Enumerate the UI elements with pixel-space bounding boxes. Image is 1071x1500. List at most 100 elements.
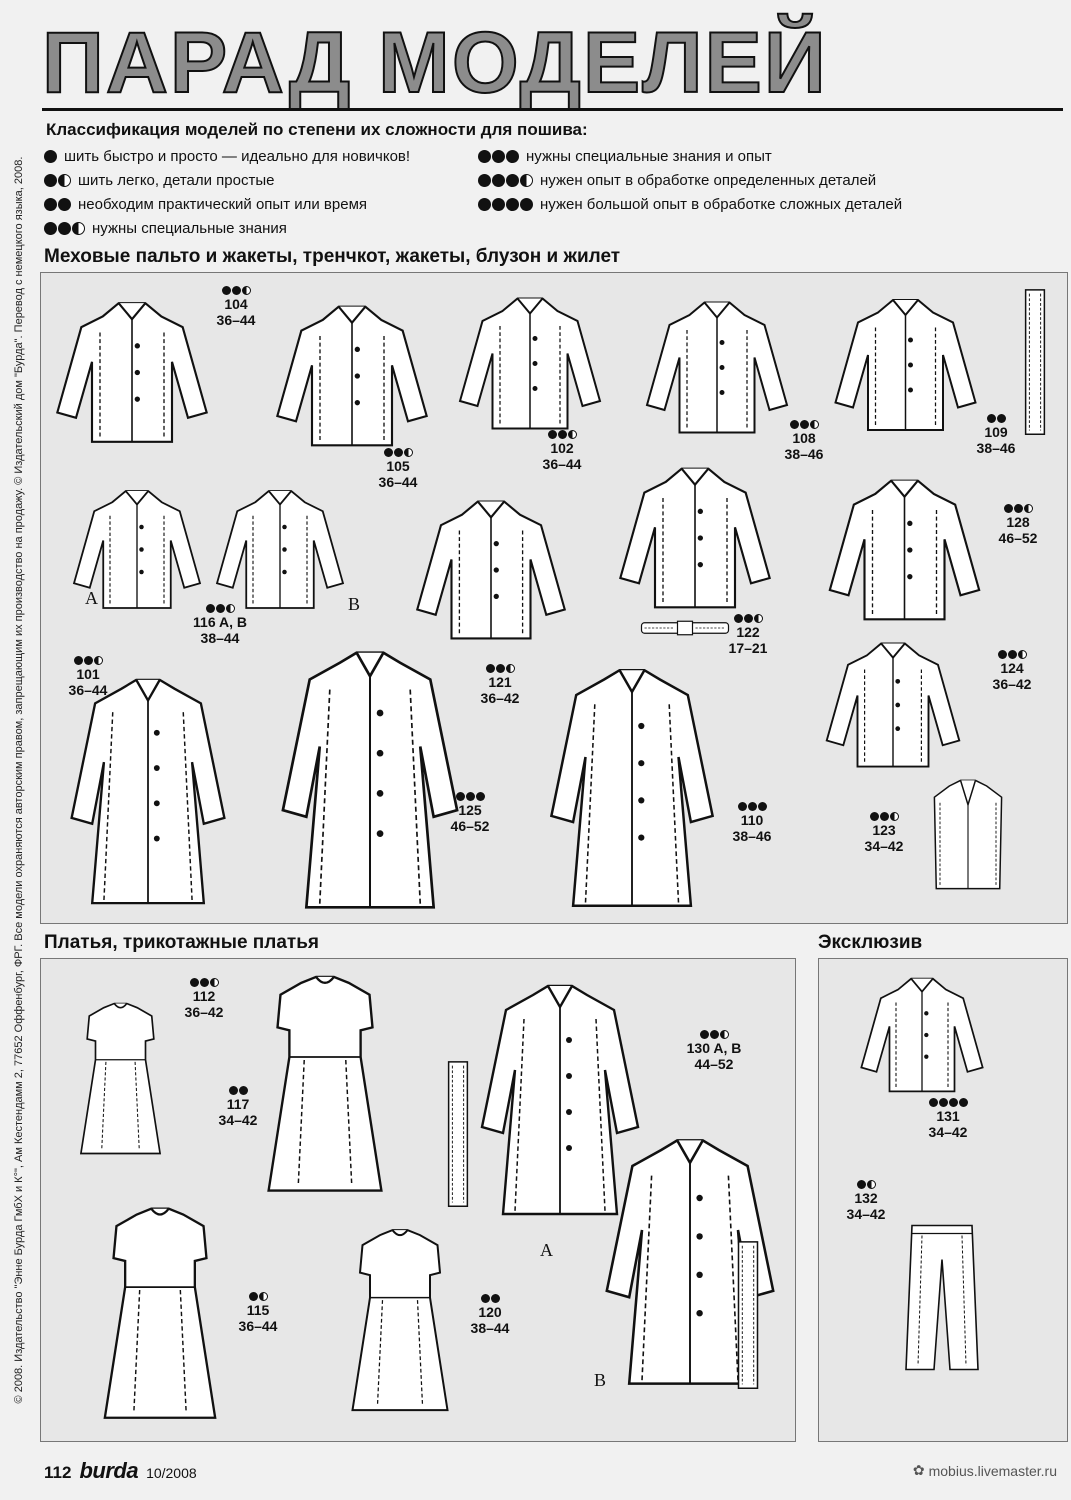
model-sizes: 36–42 xyxy=(184,1004,224,1020)
model-number: 125 xyxy=(458,802,482,818)
full-dot-icon xyxy=(478,197,491,211)
garment-drawing xyxy=(860,977,984,1093)
coat-130b-illustration xyxy=(590,1134,790,1390)
model-sizes: 17–21 xyxy=(728,640,768,656)
difficulty-dots xyxy=(44,173,71,187)
garment-drawing xyxy=(619,467,771,609)
side-credit: © 2008. Издательство "Энне Бурда ГмбХ и … xyxy=(13,156,25,1404)
difficulty-dots xyxy=(900,1098,996,1107)
belt-122-illustration xyxy=(640,616,730,640)
difficulty-dots xyxy=(836,812,932,821)
legend-item: нужен опыт в обработке определенных дета… xyxy=(478,168,902,192)
pants-132-illustration xyxy=(882,1166,1002,1428)
model-number: 122 xyxy=(736,624,760,640)
full-dot-icon xyxy=(506,149,519,163)
full-dot-icon xyxy=(231,286,241,295)
variant-label: B xyxy=(594,1370,607,1390)
half-dot-icon xyxy=(889,812,899,821)
difficulty-dots xyxy=(478,197,533,211)
difficulty-dots xyxy=(442,1294,538,1303)
model-number: 128 xyxy=(1006,514,1030,530)
model-sizes: 44–52 xyxy=(694,1056,734,1072)
model-number: 124 xyxy=(1000,660,1024,676)
garment-drawing xyxy=(56,302,208,443)
garment-drawing xyxy=(458,297,602,430)
half-dot-icon xyxy=(866,1180,876,1189)
section-title-dresses: Платья, трикотажные платья xyxy=(44,932,319,953)
difficulty-dots xyxy=(478,173,533,187)
full-dot-icon xyxy=(938,1098,948,1107)
garment-drawing xyxy=(1024,289,1046,435)
difficulty-dots xyxy=(818,1180,914,1189)
full-dot-icon xyxy=(699,1030,709,1039)
full-dot-icon xyxy=(478,149,491,163)
full-dot-icon xyxy=(58,197,71,211)
full-dot-icon xyxy=(856,1180,866,1189)
model-number: 132 xyxy=(854,1190,878,1206)
coat-110-illustration xyxy=(532,664,732,912)
full-dot-icon xyxy=(737,802,747,811)
full-dot-icon xyxy=(986,414,996,423)
full-dot-icon xyxy=(478,173,491,187)
half-dot-icon xyxy=(241,286,251,295)
jacket-116b-illustration xyxy=(205,482,355,617)
model-sizes: 34–42 xyxy=(846,1206,886,1222)
model-number: 121 xyxy=(488,674,512,690)
difficulty-dots xyxy=(40,656,136,665)
half-dot-icon xyxy=(520,173,533,187)
full-dot-icon xyxy=(44,173,57,187)
half-dot-icon xyxy=(505,664,515,673)
legend-item: шить быстро и просто — идеально для нови… xyxy=(44,144,410,168)
full-dot-icon xyxy=(44,197,57,211)
full-dot-icon xyxy=(799,420,809,429)
section-title-outerwear: Меховые пальто и жакеты, тренчкот, жакет… xyxy=(44,246,621,267)
model-sizes: 38–46 xyxy=(976,440,1016,456)
full-dot-icon xyxy=(997,650,1007,659)
model-sizes: 36–44 xyxy=(238,1318,278,1334)
garment-drawing xyxy=(215,490,345,609)
full-dot-icon xyxy=(996,414,1006,423)
garment-drawing xyxy=(933,779,1003,890)
difficulty-dots xyxy=(44,197,71,211)
model-sizes: 36–44 xyxy=(68,682,108,698)
jacket-128-illustration xyxy=(812,470,997,630)
model-sizes: 36–44 xyxy=(216,312,256,328)
full-dot-icon xyxy=(475,792,485,801)
dress-117-illustration xyxy=(234,968,416,1198)
legend-column-left: шить быстро и просто — идеально для нови… xyxy=(44,144,410,240)
model-number: 102 xyxy=(550,440,574,456)
model-sizes: 34–42 xyxy=(864,838,904,854)
full-dot-icon xyxy=(228,1086,238,1095)
full-dot-icon xyxy=(465,792,475,801)
garment-drawing xyxy=(834,299,977,431)
full-dot-icon xyxy=(733,614,743,623)
model-number: 115 xyxy=(246,1302,270,1318)
difficulty-dots xyxy=(156,978,252,987)
garment-drawing xyxy=(267,975,383,1192)
full-dot-icon xyxy=(393,448,403,457)
full-dot-icon xyxy=(215,604,225,613)
garment-drawing xyxy=(276,305,428,447)
difficulty-dots xyxy=(514,430,610,439)
model-number: 110 xyxy=(740,812,764,828)
garment-drawing xyxy=(70,678,226,905)
garment-drawing xyxy=(605,1139,775,1385)
difficulty-dots xyxy=(970,504,1066,513)
garment-drawing xyxy=(103,1207,217,1419)
full-dot-icon xyxy=(58,221,71,235)
difficulty-dots xyxy=(422,792,518,801)
full-dot-icon xyxy=(492,197,505,211)
variant-label: A xyxy=(540,1240,553,1260)
full-dot-icon xyxy=(869,812,879,821)
legend-item: нужен большой опыт в обработке сложных д… xyxy=(478,192,902,216)
